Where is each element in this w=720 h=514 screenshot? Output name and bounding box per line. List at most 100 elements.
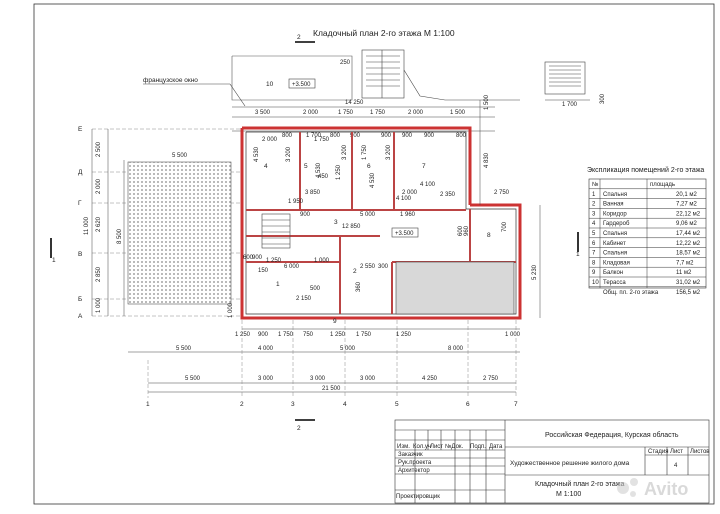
svg-text:Подп.: Подп. bbox=[470, 444, 486, 450]
svg-text:3 200: 3 200 bbox=[286, 146, 292, 162]
svg-text:1 250: 1 250 bbox=[336, 164, 342, 180]
explication-area: 22,12 м2 bbox=[676, 211, 701, 217]
svg-text:5 230: 5 230 bbox=[532, 264, 538, 280]
svg-text:600: 600 bbox=[458, 225, 464, 236]
plan-title: Кладочный план 2-го этажа М 1:100 bbox=[313, 28, 455, 38]
svg-text:750: 750 bbox=[303, 332, 314, 338]
svg-text:800: 800 bbox=[456, 133, 467, 139]
explication-room: Коридор bbox=[603, 211, 627, 217]
explication-num: 1 bbox=[592, 192, 596, 198]
drawing-title-1: Кладочный план 2-го этажа bbox=[535, 480, 624, 488]
explication-title: Экспликация помещений 2-го этажа bbox=[587, 166, 704, 174]
svg-text:900: 900 bbox=[402, 133, 413, 139]
svg-text:150: 150 bbox=[258, 268, 269, 274]
svg-text:1 960: 1 960 bbox=[400, 212, 416, 218]
explication-area: 18,57 м2 bbox=[676, 251, 701, 257]
svg-text:2: 2 bbox=[240, 401, 244, 408]
room-number-3: 3 bbox=[334, 219, 338, 226]
explication-area: 20,1 м2 bbox=[676, 192, 697, 198]
svg-text:1 250: 1 250 bbox=[330, 332, 346, 338]
svg-text:Листов: Листов bbox=[690, 449, 710, 455]
svg-text:1 250: 1 250 bbox=[396, 332, 412, 338]
svg-text:7: 7 bbox=[514, 401, 518, 408]
svg-text:Кол.уч: Кол.уч bbox=[413, 444, 431, 450]
svg-text:Заказчик: Заказчик bbox=[398, 452, 423, 458]
svg-text:Лист: Лист bbox=[430, 444, 443, 450]
staircase-top bbox=[361, 49, 520, 101]
svg-text:500: 500 bbox=[310, 286, 321, 292]
staircase-right bbox=[544, 61, 590, 101]
axis-A: А bbox=[78, 313, 83, 320]
svg-text:1 950: 1 950 bbox=[288, 199, 304, 205]
svg-text:№Док.: №Док. bbox=[445, 443, 464, 450]
svg-text:3: 3 bbox=[291, 401, 295, 408]
svg-text:4 100: 4 100 bbox=[420, 182, 436, 188]
explication-area: 17,44 м2 bbox=[676, 231, 701, 237]
explication-area: 9,06 м2 bbox=[676, 221, 697, 227]
balcony-area bbox=[395, 261, 515, 315]
svg-text:450: 450 bbox=[318, 174, 329, 180]
explication-num: 10 bbox=[592, 280, 599, 286]
top-total: 14 250 bbox=[345, 100, 364, 106]
room-number-1: 1 bbox=[276, 281, 280, 288]
svg-text:8 500: 8 500 bbox=[117, 228, 123, 244]
svg-text:2 750: 2 750 bbox=[483, 376, 499, 382]
dim-5500-left: 5 500 bbox=[172, 153, 188, 159]
explication-room: Кладовая bbox=[603, 260, 630, 266]
explication-area: 7,27 м2 bbox=[676, 202, 697, 208]
dim-250: 250 bbox=[340, 60, 351, 66]
svg-text:3 200: 3 200 bbox=[342, 144, 348, 160]
explication-area: 31,02 м2 bbox=[676, 280, 701, 286]
svg-text:4 000: 4 000 bbox=[258, 346, 274, 352]
svg-text:Проектировщик: Проектировщик bbox=[396, 494, 440, 500]
svg-text:4 530: 4 530 bbox=[254, 146, 260, 162]
explication-total-label: Общ. пл. 2-го этажа bbox=[603, 290, 659, 296]
explication-room: Балкон bbox=[603, 270, 623, 276]
svg-text:360: 360 bbox=[356, 281, 362, 292]
svg-text:1: 1 bbox=[146, 401, 150, 408]
room-number-5: 5 bbox=[304, 163, 308, 170]
explication-room: Гардероб bbox=[603, 221, 630, 227]
dim-300-right: 300 bbox=[600, 93, 606, 104]
explication-area: 7,7 м2 bbox=[676, 260, 694, 266]
dim-1700: 1 700 bbox=[562, 102, 578, 108]
svg-text:3 000: 3 000 bbox=[310, 376, 326, 382]
title-block-text: Изм. Кол.уч Лист №Док. Подп. Дата Заказч… bbox=[396, 431, 710, 500]
svg-text:900: 900 bbox=[350, 133, 361, 139]
svg-text:Стадия: Стадия bbox=[648, 449, 668, 455]
svg-text:700: 700 bbox=[502, 221, 508, 232]
svg-text:4 830: 4 830 bbox=[484, 152, 490, 168]
explication-room: Спальня bbox=[603, 251, 627, 257]
explication-room: Кабинет bbox=[603, 241, 626, 247]
svg-text:1 500: 1 500 bbox=[450, 110, 466, 116]
svg-text:8 000: 8 000 bbox=[448, 346, 464, 352]
brick-roof-area bbox=[127, 161, 232, 305]
room-number-4: 4 bbox=[264, 163, 268, 170]
explication-area: 12,22 м2 bbox=[676, 241, 701, 247]
svg-text:2: 2 bbox=[297, 34, 301, 41]
explication-total-value: 156,5 м2 bbox=[676, 290, 701, 296]
svg-text:1 000: 1 000 bbox=[96, 297, 102, 313]
svg-text:900: 900 bbox=[300, 212, 311, 218]
svg-text:2 000: 2 000 bbox=[408, 110, 424, 116]
explication-room: Спальня bbox=[603, 192, 627, 198]
room-number-8: 8 bbox=[487, 232, 491, 239]
room-number-10: 10 bbox=[266, 81, 274, 88]
terrace-outline: 10 +3.500 bbox=[231, 55, 353, 101]
svg-text:12 850: 12 850 bbox=[342, 224, 361, 230]
svg-text:4: 4 bbox=[674, 463, 678, 469]
svg-text:Архитектор: Архитектор bbox=[398, 468, 430, 474]
svg-text:21 500: 21 500 bbox=[322, 386, 341, 392]
room-number-2: 2 bbox=[353, 268, 357, 275]
drawing-title-2: М 1:100 bbox=[556, 491, 581, 498]
explication-num: 5 bbox=[592, 231, 596, 237]
svg-text:11 000: 11 000 bbox=[84, 216, 90, 235]
svg-text:2 550: 2 550 bbox=[360, 264, 376, 270]
staircase-inner bbox=[261, 213, 291, 249]
svg-text:2 000: 2 000 bbox=[402, 190, 418, 196]
room-number-7: 7 bbox=[422, 163, 426, 170]
explication-num: 7 bbox=[592, 251, 596, 257]
